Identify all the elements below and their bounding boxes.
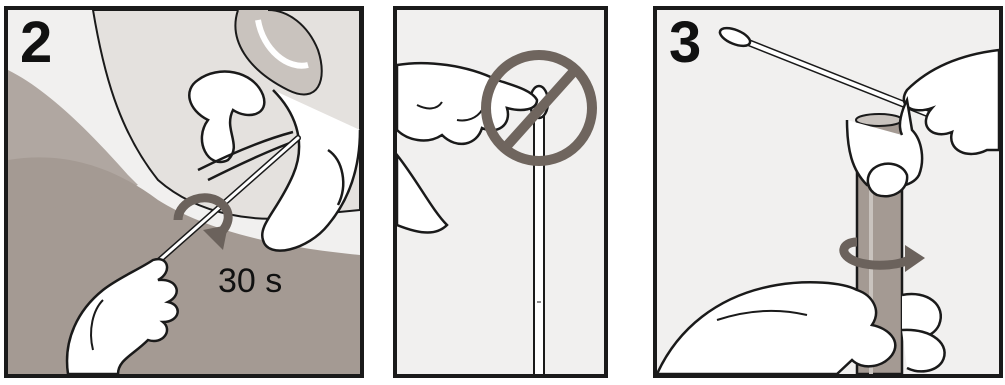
caution-panel (393, 6, 608, 378)
step-2-illustration (8, 10, 360, 374)
step-3-panel: 3 (653, 6, 1003, 378)
step-number: 2 (20, 14, 52, 72)
duration-label: 30 s (218, 262, 282, 301)
do-not-touch-tip-illustration (397, 10, 604, 374)
step-number: 3 (669, 14, 701, 72)
step-3-illustration (657, 10, 999, 374)
step-2-panel: 2 30 s (4, 6, 364, 378)
